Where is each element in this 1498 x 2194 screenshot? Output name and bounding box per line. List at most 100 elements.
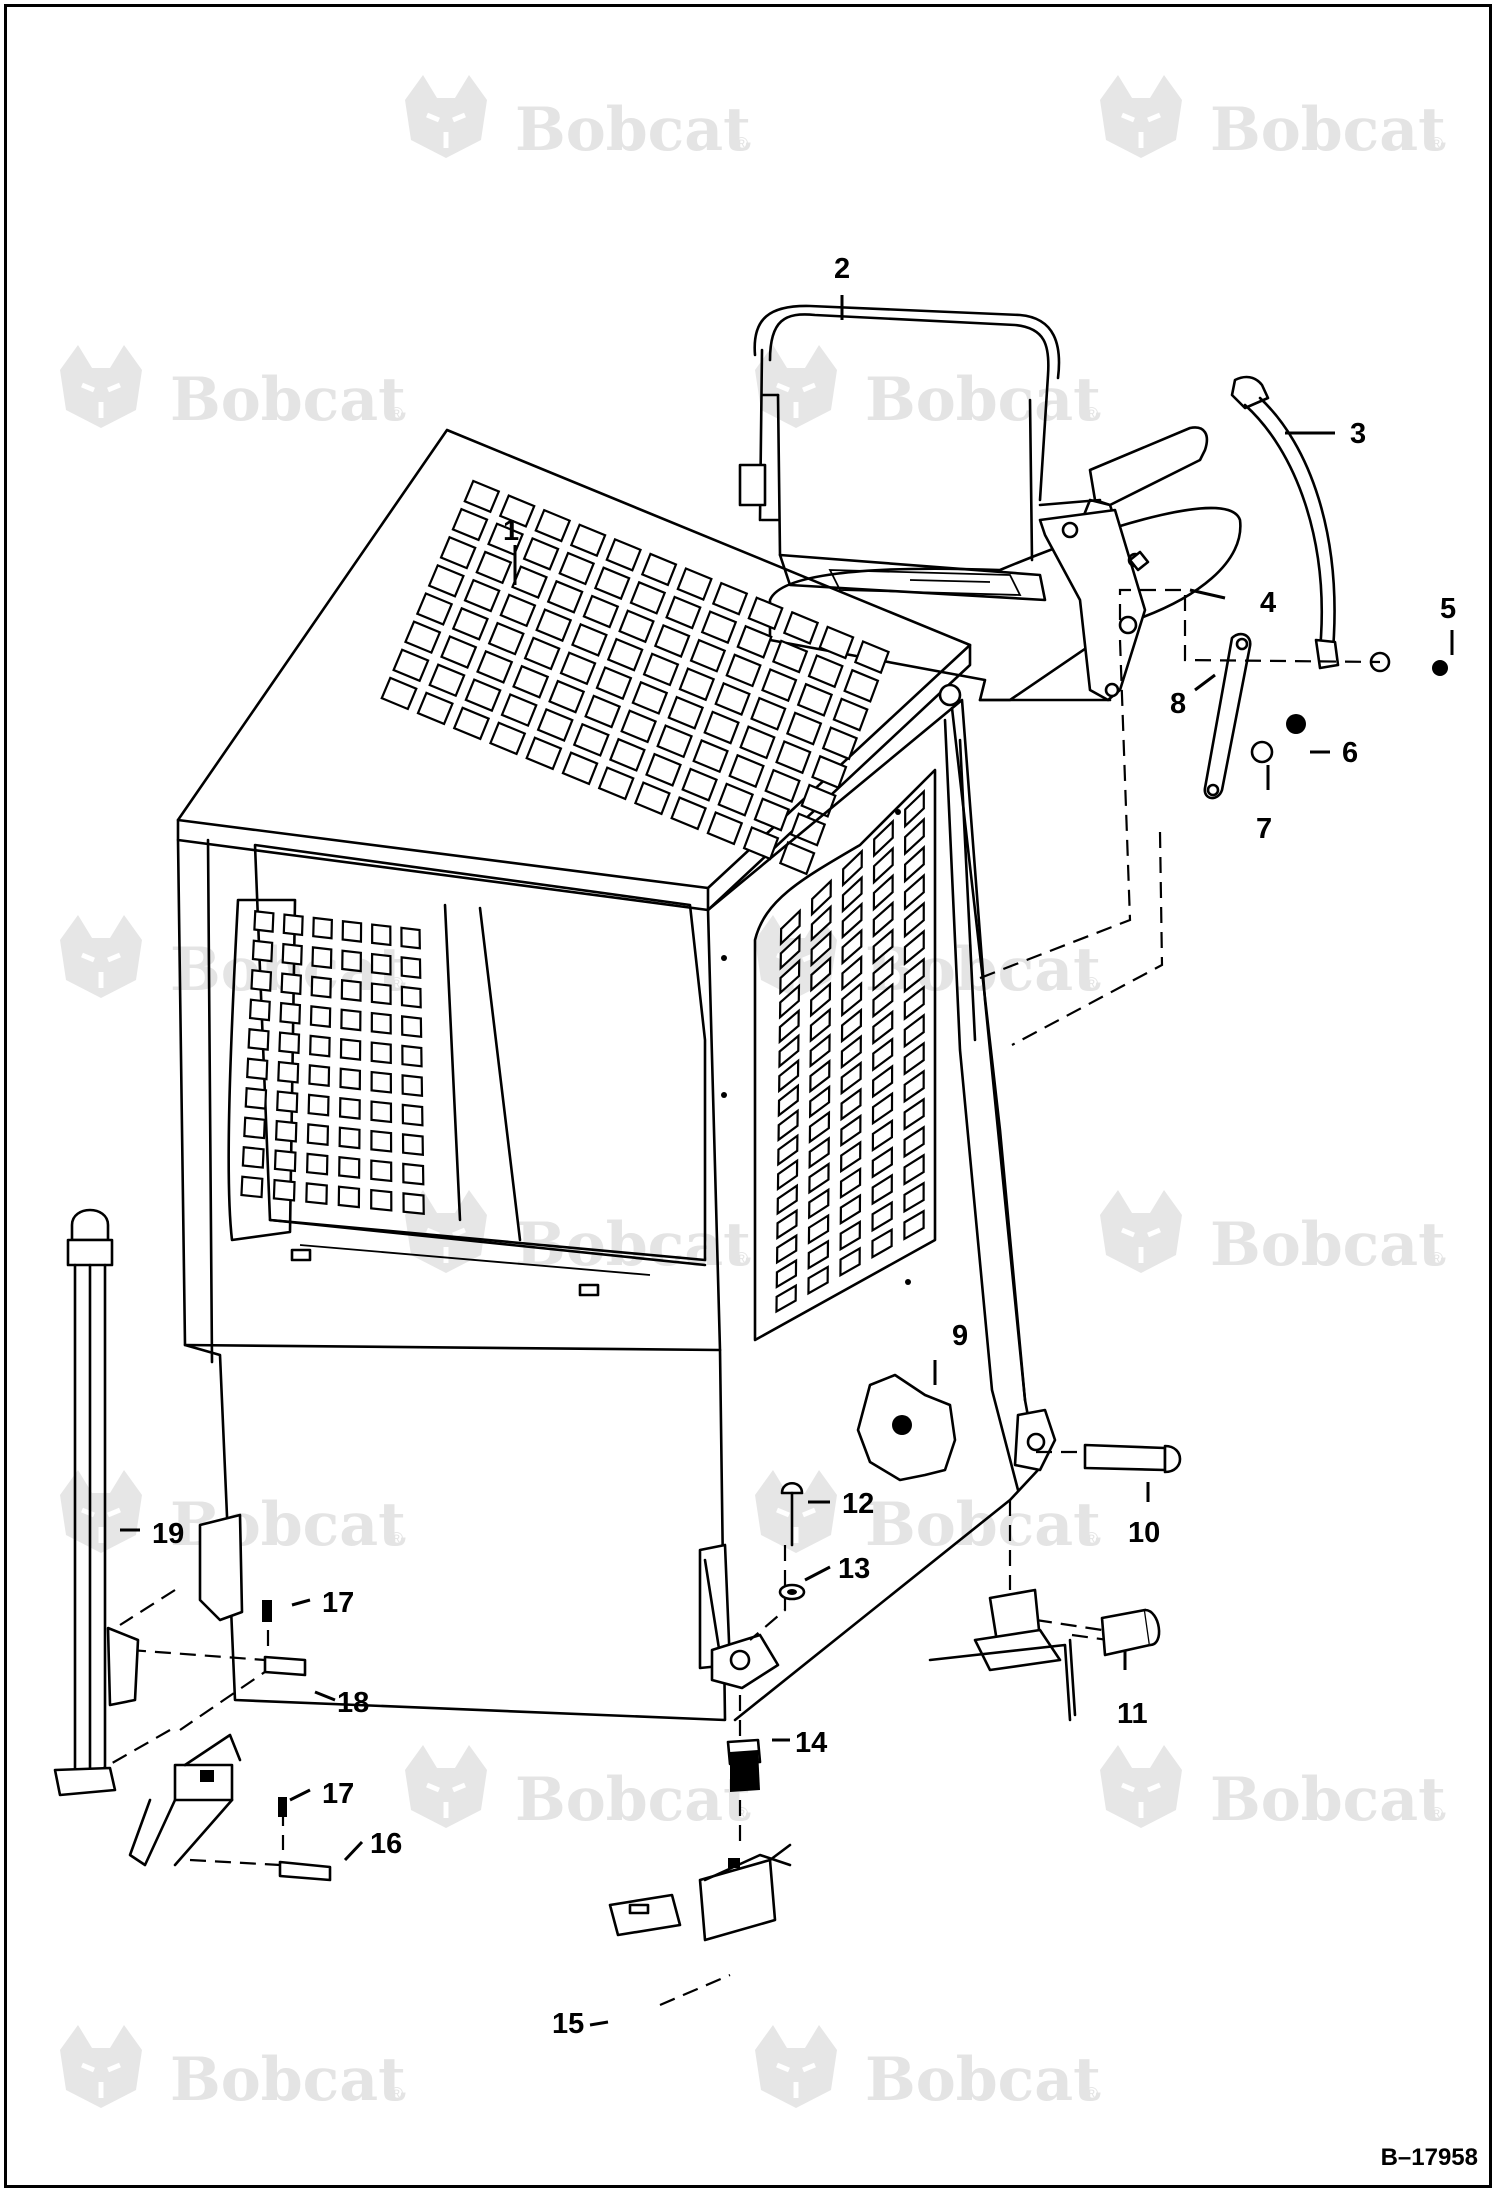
grille-cell (340, 979, 362, 1002)
grille-cell (779, 958, 801, 996)
grille-cell (776, 1208, 798, 1240)
callout-6: 6 (1342, 737, 1358, 769)
grille-cell (475, 550, 513, 585)
grille-cell (807, 654, 844, 689)
grille-cell (370, 1070, 392, 1094)
grille-cell (839, 1166, 862, 1200)
grille-cell (809, 1033, 831, 1069)
grille-cell (800, 783, 837, 818)
grille-cell (841, 848, 863, 888)
grille-cell (311, 946, 333, 969)
grille-cell (401, 1074, 424, 1097)
bobcat-logo-icon (60, 345, 142, 428)
grille-cell (278, 1031, 301, 1055)
grille-cell (440, 635, 478, 669)
callout-10: 10 (1128, 1517, 1160, 1549)
grille-cell (809, 981, 832, 1018)
grille-cell (312, 916, 333, 940)
grille-cell (703, 710, 740, 745)
grille-cell (401, 1133, 424, 1156)
grille-cell (747, 596, 784, 631)
bobcat-logo-icon (405, 1190, 487, 1273)
grille-cell (476, 649, 514, 684)
roof-grille (380, 479, 890, 876)
grille-cell (778, 1033, 800, 1069)
grille-cell (764, 768, 801, 803)
grille-cell (244, 1087, 268, 1110)
grille-cell (380, 676, 418, 711)
grille-cell (903, 1125, 925, 1159)
watermark-registered-mark: ® (1085, 1529, 1098, 1549)
grille-cell (371, 923, 392, 947)
grille-cell (400, 926, 421, 950)
front-left-grille (240, 910, 425, 1215)
left-mount-hardware (128, 1600, 332, 1882)
callout-11: 11 (1117, 1698, 1148, 1730)
grille-cell (370, 1041, 392, 1065)
watermark-brand-text: Bobcat (1210, 1765, 1446, 1835)
grille-cell (569, 523, 607, 558)
grille-cell (840, 1140, 862, 1174)
bobcat-logo-icon (1100, 1190, 1182, 1273)
watermark-registered-mark: ® (1430, 1804, 1443, 1824)
grille-cell (523, 636, 561, 671)
grille-cell (338, 1097, 361, 1120)
watermark-bobcat: Bobcat® (755, 915, 1101, 1005)
callout-12: 12 (842, 1488, 874, 1520)
grille-cell (597, 766, 635, 801)
callout-4: 4 (1260, 587, 1276, 619)
grille-cell (872, 818, 894, 858)
grille-cell (240, 1175, 264, 1199)
bobcat-logo-icon (60, 915, 142, 998)
watermark-registered-mark: ® (735, 1804, 748, 1824)
grille-cell (546, 579, 584, 614)
grille-cell (451, 507, 489, 542)
grille-cell (246, 1057, 269, 1081)
grille-cell (522, 536, 560, 571)
grille-cell (595, 666, 633, 701)
grille-cell (810, 930, 832, 968)
grille-cell (559, 651, 597, 686)
watermark-brand-text: Bobcat (1210, 1210, 1446, 1280)
watermark-bobcat: Bobcat® (1100, 1745, 1446, 1835)
grille-cell (534, 508, 572, 543)
watermark-registered-mark: ® (735, 1249, 748, 1269)
grille-cell (500, 693, 538, 728)
grille-cell (872, 982, 894, 1019)
grille-cell (428, 663, 466, 698)
grille-cell (871, 1064, 894, 1099)
watermark-bobcat: Bobcat® (1100, 1190, 1446, 1280)
grille-cell (903, 957, 925, 994)
grille-cell (809, 1058, 831, 1094)
grille-cell (307, 1093, 330, 1117)
grille-cell (736, 624, 773, 659)
grille-cell (841, 954, 863, 992)
grille-cell (274, 1119, 298, 1143)
grille-cell (779, 933, 801, 971)
grille-cell (282, 913, 304, 937)
grille-cell (401, 1044, 423, 1068)
grille-cell (279, 1001, 302, 1025)
grille-cell (653, 623, 691, 658)
grille-cell (782, 610, 820, 645)
grille-cell (903, 873, 925, 912)
grille-cell (778, 1008, 800, 1045)
grille-cell (839, 1219, 861, 1252)
grille-cell (251, 939, 274, 963)
grille-cell (871, 1173, 893, 1206)
grille-cell (903, 985, 925, 1021)
bobcat-logo-icon (60, 2025, 142, 2108)
grille-cell (739, 725, 776, 760)
grille-cell (400, 985, 422, 1009)
watermark-registered-mark: ® (1430, 134, 1443, 154)
grille-cell (903, 1209, 925, 1241)
callout-13: 13 (838, 1553, 870, 1585)
grille-cell (605, 537, 642, 572)
callout-labels: 1 2 3 4 5 6 7 8 9 10 11 12 13 14 15 16 1… (152, 253, 1456, 2040)
grille-cell (771, 639, 809, 674)
grille-cell (392, 648, 430, 683)
grille-cell (452, 706, 491, 741)
grille-cell (841, 875, 863, 914)
grille-cell (725, 653, 762, 688)
